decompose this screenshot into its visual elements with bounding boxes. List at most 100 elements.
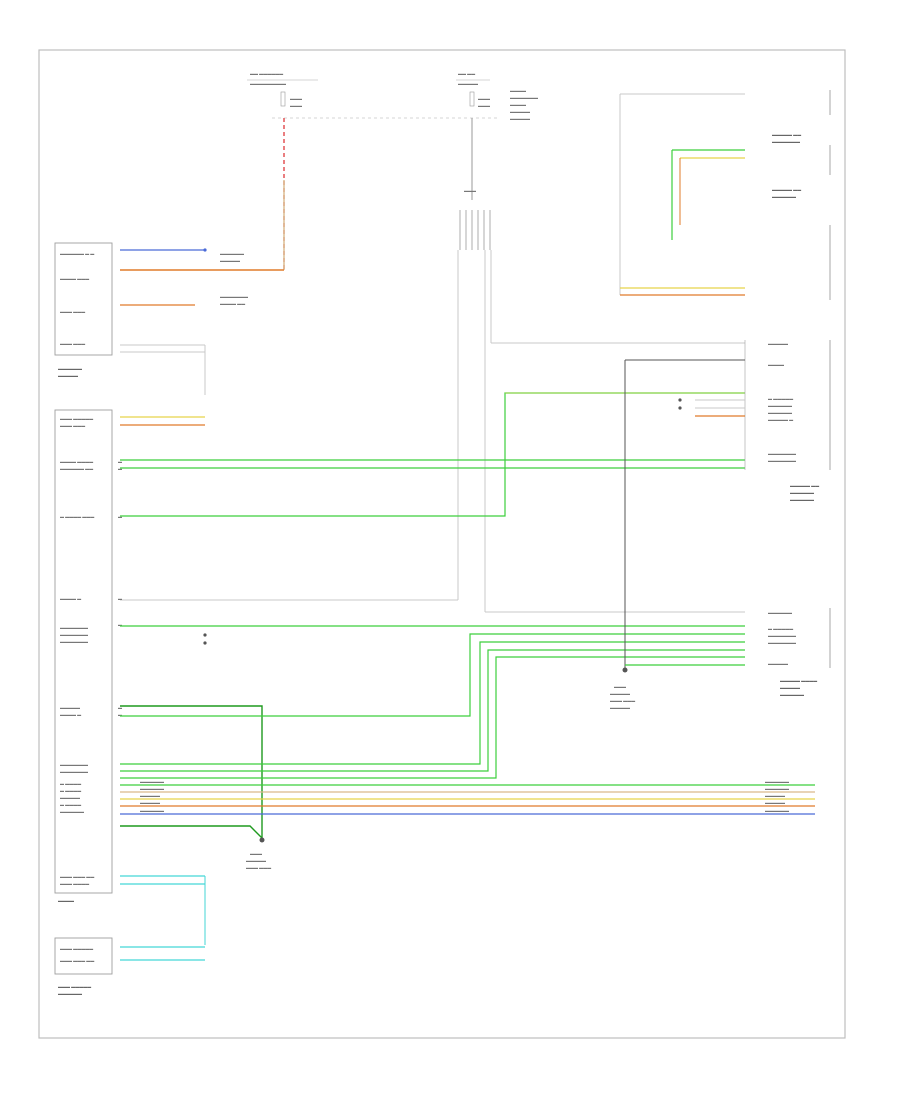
svg-text:▬ ▬▬▬▬: ▬ ▬▬▬▬	[60, 781, 81, 786]
wire-hf-6	[120, 656, 745, 779]
svg-text:▬▬▬ ▬▬▬▬▬: ▬▬▬ ▬▬▬▬▬	[60, 416, 93, 421]
connector-markers	[203, 248, 682, 645]
svg-text:▬▬▬ ▬▬▬: ▬▬▬ ▬▬▬	[246, 865, 271, 870]
svg-text:▬▬▬: ▬▬▬	[250, 851, 262, 856]
svg-text:▬▬▬▬▬▬▬: ▬▬▬▬▬▬▬	[510, 95, 538, 100]
svg-text:▬▬▬ ▬▬▬▬▬: ▬▬▬ ▬▬▬▬▬	[60, 946, 93, 951]
svg-text:▬▬▬▬▬▬: ▬▬▬▬▬▬	[768, 403, 792, 408]
svg-text:▬ ▬▬▬▬▬: ▬ ▬▬▬▬▬	[768, 396, 793, 401]
svg-text:▬▬▬▬▬▬▬: ▬▬▬▬▬▬▬	[60, 639, 88, 644]
svg-text:▬▬▬▬▬: ▬▬▬▬▬	[458, 81, 478, 86]
satellite-receiver: ▬▬▬▬▬ ▬▬▬▬ ▬ ▬▬▬▬▬ ▬▬▬▬▬▬ ▬▬▬▬▬▬ ▬▬▬▬▬ ▬…	[744, 340, 831, 502]
radio: ▬▬▬ ▬▬▬▬▬ ▬▬▬ ▬▬▬ ▬▬▬▬ ▬▬▬▬ ▬▬▬▬▬▬ ▬▬ ▬ …	[54, 409, 113, 903]
svg-text:▬▬▬▬▬▬▬: ▬▬▬▬▬▬▬	[768, 458, 796, 463]
svg-text:▬▬▬▬▬: ▬▬▬▬▬	[510, 116, 530, 121]
wire-hf-3	[120, 633, 745, 717]
svg-text:▬▬▬ ▬▬▬: ▬▬▬ ▬▬▬	[60, 423, 85, 428]
svg-text:▬ ▬▬▬▬: ▬ ▬▬▬▬	[60, 788, 81, 793]
svg-text:▬▬ ▬▬▬▬▬▬: ▬▬ ▬▬▬▬▬▬	[250, 71, 283, 76]
svg-text:▬▬▬▬: ▬▬▬▬	[510, 88, 526, 93]
svg-text:▬▬▬▬▬▬: ▬▬▬▬▬▬	[140, 786, 164, 791]
svg-text:▬: ▬	[118, 622, 122, 627]
svg-text:▬▬▬▬▬: ▬▬▬▬▬	[246, 858, 266, 863]
svg-text:▬▬▬▬▬: ▬▬▬▬▬	[60, 705, 80, 710]
svg-text:▬▬ ▬▬: ▬▬ ▬▬	[458, 71, 475, 76]
svg-text:▬▬▬ ▬▬▬: ▬▬▬ ▬▬▬	[610, 698, 635, 703]
svg-text:▬▬▬▬ ▬▬▬▬: ▬▬▬▬ ▬▬▬▬	[60, 459, 93, 464]
svg-text:▬▬▬▬▬▬▬: ▬▬▬▬▬▬▬	[220, 294, 248, 299]
svg-text:▬▬▬ ▬▬▬▬▬: ▬▬▬ ▬▬▬▬▬	[58, 984, 91, 989]
svg-text:▬▬▬▬▬▬: ▬▬▬▬▬▬	[58, 991, 82, 996]
svg-text:▬▬▬▬▬▬ ▬▬: ▬▬▬▬▬▬ ▬▬	[60, 466, 93, 471]
ground-icon: ▬▬▬ ▬▬▬▬▬ ▬▬▬ ▬▬▬ ▬▬▬▬▬	[610, 667, 635, 710]
svg-text:▬▬▬: ▬▬▬	[464, 188, 476, 193]
svg-text:▬▬▬▬▬▬: ▬▬▬▬▬▬	[220, 251, 244, 256]
svg-text:▬▬▬▬▬▬: ▬▬▬▬▬▬	[772, 194, 796, 199]
svg-text:▬: ▬	[118, 705, 122, 710]
svg-text:▬▬▬▬▬▬ ▬ ▬: ▬▬▬▬▬▬ ▬ ▬	[60, 251, 94, 256]
svg-text:▬▬▬▬▬: ▬▬▬▬▬	[140, 800, 160, 805]
svg-text:▬: ▬	[118, 459, 122, 464]
svg-text:▬▬▬▬▬▬: ▬▬▬▬▬▬	[765, 786, 789, 791]
svg-text:▬▬▬▬▬▬▬▬▬: ▬▬▬▬▬▬▬▬▬	[250, 81, 286, 86]
svg-text:▬▬▬: ▬▬▬	[290, 103, 302, 108]
svg-text:▬▬▬▬ ▬: ▬▬▬▬ ▬	[60, 596, 81, 601]
svg-text:▬▬▬▬▬▬▬: ▬▬▬▬▬▬▬	[772, 139, 800, 144]
svg-text:▬▬▬▬▬: ▬▬▬▬▬	[610, 705, 630, 710]
svg-text:▬▬▬▬▬▬: ▬▬▬▬▬▬	[60, 809, 84, 814]
diagram-frame	[38, 49, 846, 1039]
svg-text:▬▬▬▬▬▬▬: ▬▬▬▬▬▬▬	[60, 632, 88, 637]
speaker-wire-labels: ▬▬▬▬▬▬ ▬▬▬▬▬▬ ▬▬▬▬▬ ▬▬▬▬▬ ▬▬▬▬▬▬ ▬▬▬▬▬▬ …	[140, 779, 789, 813]
ignition-switch: ▬▬▬▬▬▬ ▬ ▬ ▬▬▬▬ ▬▬▬ ▬▬▬ ▬▬▬ ▬▬▬ ▬▬▬ ▬▬▬▬…	[54, 242, 113, 378]
svg-text:▬▬▬▬▬▬▬: ▬▬▬▬▬▬▬	[60, 769, 88, 774]
radio-pin-numbers: ▬ ▬ ▬ ▬ ▬ ▬ ▬	[118, 459, 122, 717]
wire-hf-2	[120, 705, 263, 838]
ground-icon: ▬▬▬ ▬▬▬▬▬ ▬▬▬ ▬▬▬	[246, 837, 271, 870]
svg-text:▬▬▬ ▬▬▬: ▬▬▬ ▬▬▬	[60, 341, 85, 346]
splice-block: ▬▬▬	[459, 188, 491, 250]
wire-hf-5	[120, 649, 745, 772]
svg-text:▬▬▬▬▬: ▬▬▬▬▬	[510, 109, 530, 114]
svg-text:▬▬▬▬▬▬: ▬▬▬▬▬▬	[140, 808, 164, 813]
svg-text:▬ ▬▬▬▬▬: ▬ ▬▬▬▬▬	[768, 626, 793, 631]
svg-text:▬▬▬▬▬ ▬▬: ▬▬▬▬▬ ▬▬	[772, 187, 801, 192]
svg-text:▬▬▬▬▬: ▬▬▬▬▬	[765, 793, 785, 798]
svg-text:▬▬▬: ▬▬▬	[478, 103, 490, 108]
svg-text:▬▬▬▬▬: ▬▬▬▬▬	[60, 795, 80, 800]
svg-text:▬▬▬▬▬ ▬: ▬▬▬▬▬ ▬	[768, 417, 793, 422]
svg-text:▬▬▬▬▬▬: ▬▬▬▬▬▬	[765, 808, 789, 813]
wire-hf-4	[120, 641, 745, 765]
svg-text:▬▬▬▬▬▬▬: ▬▬▬▬▬▬▬	[60, 625, 88, 630]
svg-text:▬▬▬▬▬▬: ▬▬▬▬▬▬	[780, 692, 804, 697]
svg-text:▬▬▬▬: ▬▬▬▬	[58, 898, 74, 903]
svg-text:▬▬▬ ▬▬▬: ▬▬▬ ▬▬▬	[60, 309, 85, 314]
svg-text:▬▬▬▬▬ ▬▬▬▬: ▬▬▬▬▬ ▬▬▬▬	[780, 678, 817, 683]
svg-text:▬▬▬▬▬▬: ▬▬▬▬▬▬	[58, 366, 82, 371]
rear-speaker-unit: ▬▬▬ ▬▬▬▬▬ ▬▬▬ ▬▬▬ ▬▬ ▬▬▬ ▬▬▬▬▬ ▬▬▬▬▬▬	[54, 937, 113, 996]
svg-text:▬▬▬▬▬ ▬▬: ▬▬▬▬▬ ▬▬	[790, 483, 819, 488]
svg-text:▬▬▬▬▬▬: ▬▬▬▬▬▬	[768, 410, 792, 415]
svg-text:▬▬▬ ▬▬▬▬: ▬▬▬ ▬▬▬▬	[60, 881, 89, 886]
svg-text:▬▬▬▬▬: ▬▬▬▬▬	[768, 341, 788, 346]
svg-text:▬▬▬: ▬▬▬	[478, 96, 490, 101]
svg-text:▬▬▬▬: ▬▬▬▬	[510, 102, 526, 107]
svg-text:▬▬▬▬▬▬: ▬▬▬▬▬▬	[790, 497, 814, 502]
svg-text:▬ ▬▬▬▬: ▬ ▬▬▬▬	[60, 802, 81, 807]
svg-text:▬▬▬▬▬: ▬▬▬▬▬	[610, 691, 630, 696]
svg-text:▬▬▬▬▬: ▬▬▬▬▬	[768, 661, 788, 666]
svg-text:▬▬▬▬▬: ▬▬▬▬▬	[220, 258, 240, 263]
svg-text:▬▬▬▬▬▬: ▬▬▬▬▬▬	[140, 779, 164, 784]
svg-text:▬▬▬▬ ▬: ▬▬▬▬ ▬	[60, 712, 81, 717]
svg-text:▬▬▬▬▬: ▬▬▬▬▬	[140, 793, 160, 798]
svg-text:▬▬▬▬▬ ▬▬: ▬▬▬▬▬ ▬▬	[772, 132, 801, 137]
svg-text:▬▬▬▬▬▬▬: ▬▬▬▬▬▬▬	[768, 633, 796, 638]
svg-text:▬▬▬ ▬▬▬ ▬▬: ▬▬▬ ▬▬▬ ▬▬	[60, 874, 94, 879]
svg-text:▬▬▬: ▬▬▬	[614, 684, 626, 689]
wire-audio-3	[120, 392, 745, 517]
wire-hf-7	[120, 825, 263, 839]
svg-text:▬▬▬: ▬▬▬	[290, 96, 302, 101]
svg-text:▬▬▬▬▬: ▬▬▬▬▬	[765, 800, 785, 805]
hands-free-module: ▬▬▬▬▬▬ ▬ ▬▬▬▬▬ ▬▬▬▬▬▬▬ ▬▬▬▬▬▬▬ ▬▬▬▬▬ ▬▬▬…	[768, 608, 831, 697]
svg-text:▬: ▬	[118, 596, 122, 601]
